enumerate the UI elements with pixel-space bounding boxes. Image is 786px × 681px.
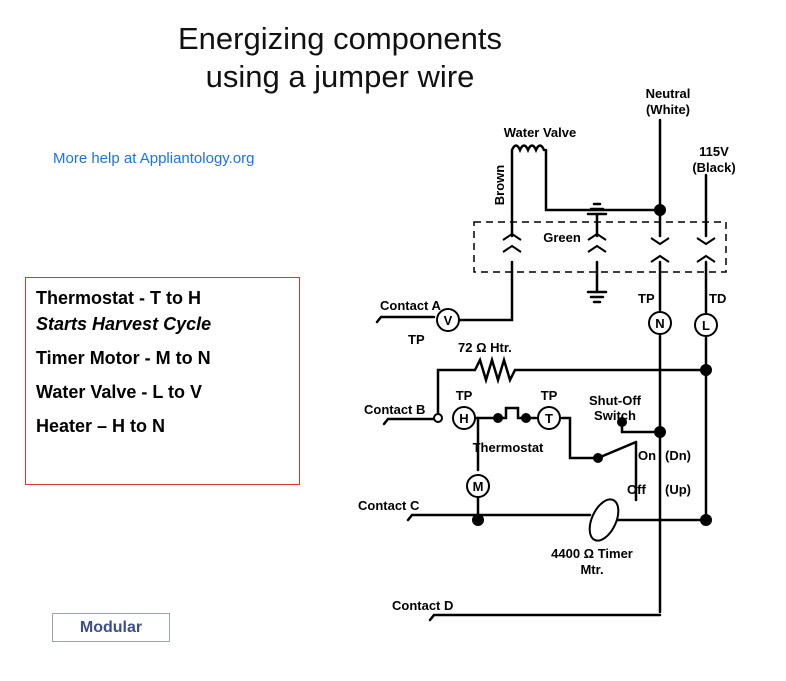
help-link[interactable]: More help at Appliantology.org bbox=[53, 150, 255, 167]
brown-wire bbox=[458, 260, 514, 322]
neutral-label: Neutral bbox=[646, 86, 691, 101]
white-label: (White) bbox=[646, 102, 690, 117]
contact-a-wire bbox=[375, 315, 436, 324]
node-h bbox=[452, 406, 476, 430]
green-label: Green bbox=[543, 230, 581, 245]
connector-block bbox=[473, 221, 727, 273]
node-m-label: M bbox=[473, 479, 484, 494]
node-v bbox=[436, 308, 460, 332]
contact-b-node bbox=[433, 413, 443, 423]
tp-t-label: TP bbox=[541, 388, 558, 403]
contact-c-wire bbox=[406, 513, 708, 522]
step-thermostat: Thermostat - T to H bbox=[36, 288, 201, 308]
water-valve-label: Water Valve bbox=[504, 125, 577, 140]
title-line-1: Energizing components bbox=[178, 21, 502, 56]
timer-motor bbox=[588, 498, 620, 542]
heater-label: 72 Ω Htr. bbox=[458, 340, 512, 355]
jumper-steps-box: Thermostat - T to H Starts Harvest Cycle… bbox=[25, 277, 300, 485]
step-timer-motor: Timer Motor - M to N bbox=[36, 348, 211, 368]
td-label: TD bbox=[709, 291, 726, 306]
contact-c-label: Contact C bbox=[358, 498, 420, 513]
up-label: (Up) bbox=[665, 482, 691, 497]
ground-top bbox=[586, 202, 608, 224]
step-water-valve: Water Valve - L to V bbox=[36, 382, 203, 402]
shutoff-label-1: Shut-Off bbox=[589, 393, 642, 408]
node-l bbox=[694, 313, 718, 337]
node-t-label: T bbox=[545, 411, 553, 426]
node-t bbox=[537, 406, 561, 430]
contact-d-label: Contact D bbox=[392, 598, 453, 613]
contact-b-label: Contact B bbox=[364, 402, 425, 417]
timer-label-2: Mtr. bbox=[580, 562, 603, 577]
step-thermostat-note: Starts Harvest Cycle bbox=[36, 314, 212, 334]
heater-resistor bbox=[436, 355, 708, 420]
ground-bottom bbox=[586, 290, 608, 304]
modular-button[interactable]: Modular bbox=[52, 613, 170, 642]
t-to-switch bbox=[560, 416, 638, 460]
brown-label: Brown bbox=[492, 165, 507, 206]
title-line-2: using a jumper wire bbox=[205, 59, 475, 94]
thermostat-label: Thermostat bbox=[473, 440, 544, 455]
tp-n-label: TP bbox=[638, 291, 655, 306]
node-v-label: V bbox=[444, 313, 453, 328]
shutoff-label-2: Switch bbox=[594, 408, 636, 423]
step-heater: Heater – H to N bbox=[36, 416, 166, 436]
page-title: Energizing components using a jumper wir… bbox=[100, 20, 580, 96]
tp-a-label: TP bbox=[408, 332, 425, 347]
timer-label-1: 4400 Ω Timer bbox=[551, 546, 633, 561]
node-m bbox=[466, 474, 490, 498]
tp-h-label: TP bbox=[456, 388, 473, 403]
black-label: (Black) bbox=[692, 160, 735, 175]
on-label: On bbox=[638, 448, 656, 463]
contact-b-wire bbox=[382, 417, 436, 426]
connector-pins bbox=[502, 232, 716, 263]
node-n bbox=[648, 311, 672, 335]
off-label: Off bbox=[627, 482, 646, 497]
115v-label: 115V bbox=[699, 144, 729, 159]
node-h-label: H bbox=[459, 411, 468, 426]
contact-d-wire bbox=[428, 613, 662, 622]
junction-dots bbox=[472, 204, 712, 526]
node-n-label: N bbox=[655, 316, 664, 331]
node-l-label: L bbox=[702, 318, 710, 333]
contact-a-label: Contact A bbox=[380, 298, 442, 313]
dn-label: (Dn) bbox=[665, 448, 691, 463]
